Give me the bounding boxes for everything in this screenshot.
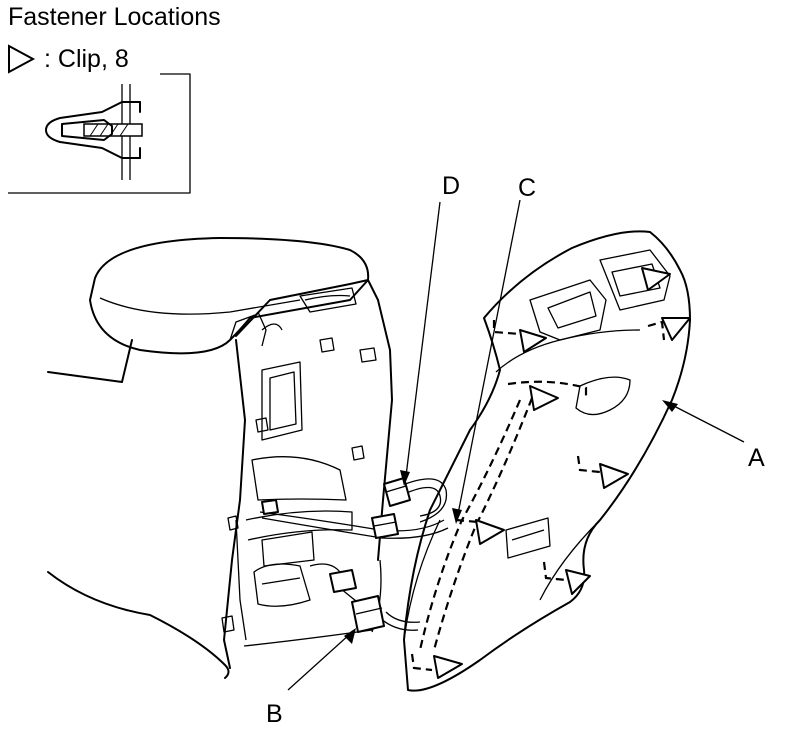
clip-legend: : Clip, 8 [6,44,129,74]
clip-marker [641,267,671,291]
hidden-edges [410,320,666,672]
callout-c: C [518,174,537,202]
callout-a: A [748,444,765,472]
clip-triangle-icon [8,44,36,74]
console-body [47,237,393,679]
leader-d [400,201,441,486]
connector-c [371,513,399,539]
clip-marker [519,329,547,353]
diagram-title: Fastener Locations [8,3,221,31]
clip-marker [529,385,559,411]
callout-d: D [442,172,461,200]
connector-b [351,595,385,633]
connector-d [383,477,411,507]
clip-marker [661,317,691,341]
callout-b: B [266,700,283,728]
clip-marker [475,519,505,545]
clip-marker [599,463,629,489]
rear-panel-a [403,230,691,692]
clip-detail-inset [8,73,191,194]
leader-b [287,628,356,691]
leader-c [452,199,521,524]
leader-a [662,400,745,443]
clip-marker [433,655,463,679]
clip-legend-label: : Clip, 8 [44,45,129,73]
clip-markers [433,267,691,679]
connector-upper [329,569,357,593]
bracket-clip [261,499,279,515]
clip-marker [565,569,591,595]
